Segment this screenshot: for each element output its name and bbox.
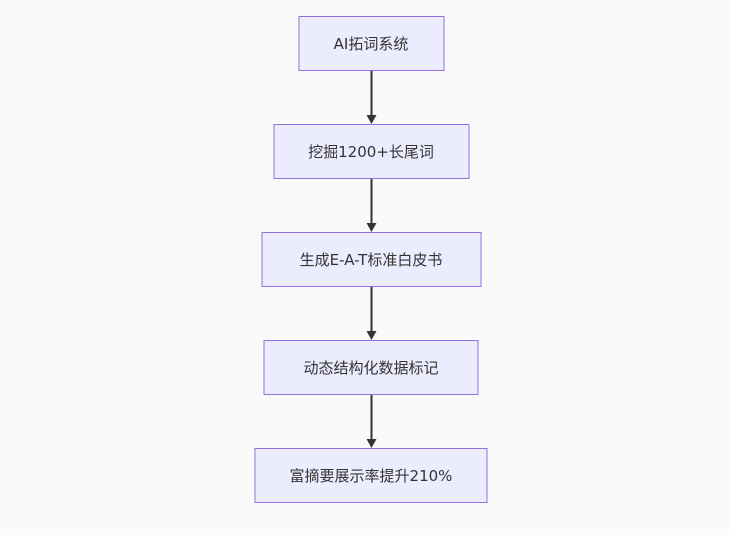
arrowhead-down-icon bbox=[366, 223, 376, 232]
flow-node-label: 富摘要展示率提升210% bbox=[289, 467, 453, 485]
flow-node-label: 动态结构化数据标记 bbox=[303, 359, 439, 377]
flowchart: AI拓词系统 挖掘1200+长尾词 生成E-A-T标准白皮书 动态结构化数据标记 bbox=[254, 16, 488, 503]
edge-arrow-1 bbox=[366, 71, 376, 124]
flow-node-label: 生成E-A-T标准白皮书 bbox=[299, 251, 443, 269]
flow-node-label: AI拓词系统 bbox=[333, 35, 409, 53]
flow-node-label: 挖掘1200+长尾词 bbox=[308, 143, 434, 161]
flow-node-ai-word-system: AI拓词系统 bbox=[298, 16, 444, 71]
edge-arrow-3 bbox=[366, 287, 376, 340]
edge-line bbox=[370, 287, 372, 331]
flow-node-longtail-keywords: 挖掘1200+长尾词 bbox=[273, 124, 469, 179]
flow-node-structured-data: 动态结构化数据标记 bbox=[263, 340, 479, 395]
flow-node-eat-whitepaper: 生成E-A-T标准白皮书 bbox=[261, 232, 481, 287]
edge-arrow-2 bbox=[366, 179, 376, 232]
edge-arrow-4 bbox=[366, 395, 376, 448]
arrowhead-down-icon bbox=[366, 115, 376, 124]
edge-line bbox=[370, 71, 372, 115]
arrowhead-down-icon bbox=[366, 331, 376, 340]
edge-line bbox=[370, 179, 372, 223]
flow-node-rich-snippet-result: 富摘要展示率提升210% bbox=[254, 448, 488, 503]
arrowhead-down-icon bbox=[366, 439, 376, 448]
edge-line bbox=[370, 395, 372, 439]
